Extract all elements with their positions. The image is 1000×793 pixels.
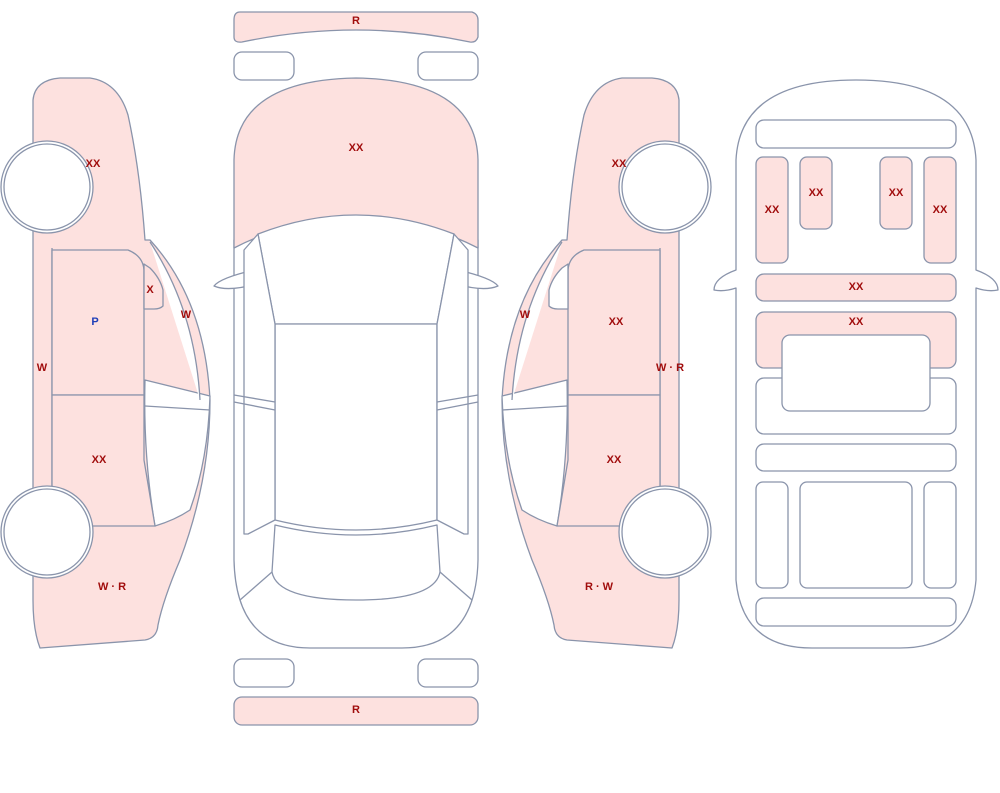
right-rear-window bbox=[501, 379, 568, 527]
left-window-divider bbox=[144, 405, 211, 411]
front-bumper[interactable] bbox=[233, 11, 479, 43]
underbody-view: XX XX XX XX XX XX bbox=[713, 79, 999, 649]
left-rocker-label: W bbox=[37, 362, 48, 374]
left-rear-window bbox=[144, 379, 211, 527]
right-front-door-label: XX bbox=[607, 454, 622, 466]
underbody-rear-floor bbox=[799, 481, 913, 589]
underbody-crossmember-upper-label: XX bbox=[849, 281, 864, 293]
right-rear-fender-label: XX bbox=[612, 158, 627, 170]
right-front-door[interactable] bbox=[567, 249, 661, 396]
underbody-rail-right-outer[interactable] bbox=[923, 156, 957, 264]
roof bbox=[274, 323, 438, 531]
front-left-headlight bbox=[233, 51, 295, 81]
underbody-engine-mount bbox=[781, 334, 931, 412]
underbody-rail-left-inner-label: XX bbox=[809, 187, 824, 199]
front-right-headlight bbox=[417, 51, 479, 81]
right-a-pillar-line bbox=[511, 241, 563, 401]
right-rear-door-label: XX bbox=[609, 316, 624, 328]
right-rear-wheel bbox=[621, 143, 709, 231]
left-front-wheel bbox=[3, 143, 91, 231]
underbody-rear-crossmember bbox=[755, 597, 957, 627]
right-quarter-glass bbox=[548, 263, 569, 310]
underbody-rear-rail-left bbox=[755, 481, 789, 589]
right-front-fender-label: R · W bbox=[585, 581, 614, 593]
right-front-wheel bbox=[621, 488, 709, 576]
rear-right-taillight bbox=[417, 658, 479, 688]
left-rear-wheel bbox=[3, 488, 91, 576]
hood-label: XX bbox=[349, 142, 364, 154]
front-bumper-label: R bbox=[352, 15, 360, 27]
left-side-view: W · R XX X W P XX W bbox=[0, 77, 211, 649]
rear-window bbox=[271, 524, 441, 601]
underbody-crossmember-lower-label: XX bbox=[849, 316, 864, 328]
underbody-rail-left-outer[interactable] bbox=[755, 156, 789, 264]
right-side-windows bbox=[436, 233, 469, 535]
right-rocker-label: W · R bbox=[656, 362, 684, 374]
left-quarter-glass-label: X bbox=[146, 284, 154, 296]
underbody-rear-rail-right bbox=[923, 481, 957, 589]
left-front-fender-label: W · R bbox=[98, 581, 126, 593]
right-pillar-label: W bbox=[520, 309, 531, 321]
underbody-rail-left-inner[interactable] bbox=[799, 156, 833, 230]
underbody-front-crossmember bbox=[755, 119, 957, 149]
right-door-divider bbox=[436, 394, 479, 411]
top-view: R XX R bbox=[213, 11, 499, 726]
underbody-crossmember-upper[interactable] bbox=[755, 273, 957, 302]
underbody-mid-crossmember bbox=[755, 443, 957, 472]
rear-right-pillar bbox=[439, 571, 473, 601]
left-front-door[interactable] bbox=[51, 249, 145, 396]
left-a-pillar-line bbox=[149, 241, 201, 401]
left-side-windows bbox=[243, 233, 276, 535]
rear-bumper[interactable] bbox=[233, 696, 479, 726]
underbody-rail-right-inner-label: XX bbox=[889, 187, 904, 199]
rear-bumper-label: R bbox=[352, 704, 360, 716]
left-door-divider bbox=[233, 394, 276, 411]
right-side-labels: XX XX W XX W · R R · W bbox=[520, 158, 684, 593]
windshield bbox=[257, 214, 455, 325]
left-front-door-label: XX bbox=[86, 158, 101, 170]
rear-left-pillar bbox=[239, 571, 273, 601]
underbody-rail-right-outer-label: XX bbox=[933, 204, 948, 216]
left-front-pillar-label: W bbox=[181, 309, 192, 321]
rear-left-taillight bbox=[233, 658, 295, 688]
underbody-rail-right-inner[interactable] bbox=[879, 156, 913, 230]
underbody-rail-left-outer-label: XX bbox=[765, 204, 780, 216]
left-quarter-glass[interactable] bbox=[143, 263, 164, 310]
right-window-divider bbox=[501, 405, 568, 411]
left-rear-door-label: P bbox=[91, 316, 98, 328]
right-side-view bbox=[501, 77, 712, 649]
left-rear-fender-label: XX bbox=[92, 454, 107, 466]
